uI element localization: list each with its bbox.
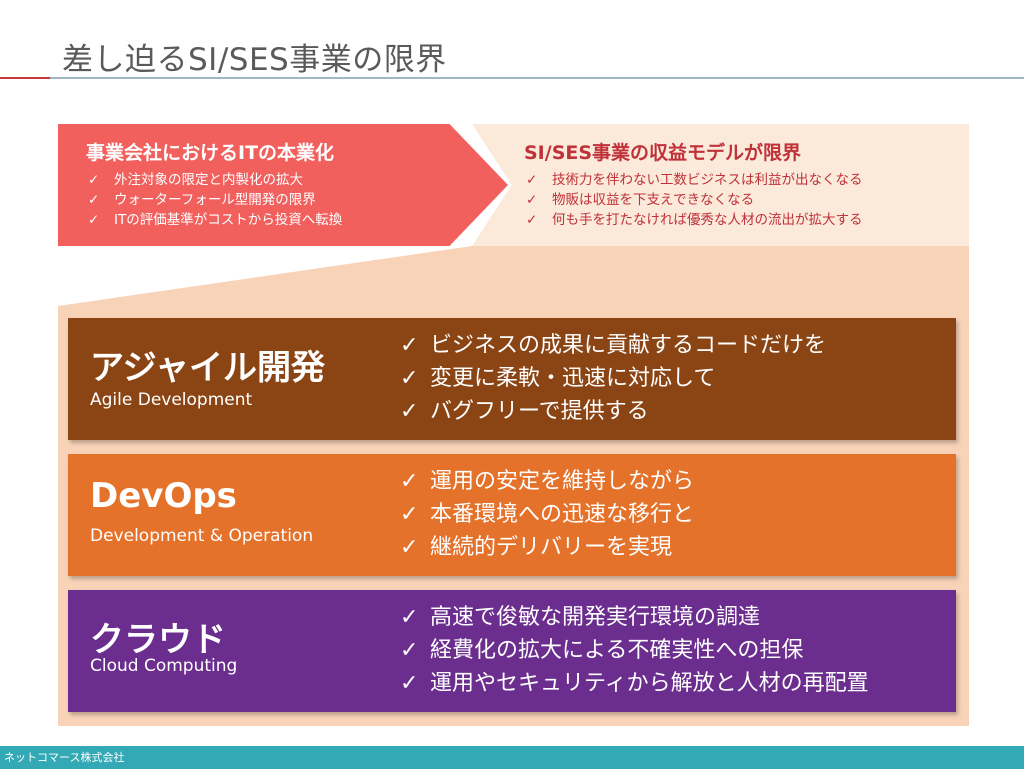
check-icon: ✓ [526,192,538,208]
list-item: ✓ビジネスの成果に貢献するコードだけを [400,329,826,362]
list-item: ✓ITの評価基準がコストから投資へ転換 [88,212,343,228]
list-item: ✓何も手を打たなければ優秀な人材の流出が拡大する [526,212,863,228]
effect-list: ✓技術力を伴わない工数ビジネスは利益が出なくなる ✓物販は収益を下支えできなくな… [526,170,863,230]
panel-list: ✓高速で俊敏な開発実行環境の調達 ✓経費化の拡大による不確実性への担保 ✓運用や… [400,601,869,700]
panel-subtitle: Development & Operation [90,526,314,546]
check-icon: ✓ [400,671,419,696]
check-icon: ✓ [400,333,419,358]
check-icon: ✓ [400,502,419,527]
panel-list: ✓ビジネスの成果に貢献するコードだけを ✓変更に柔軟・迅速に対応して ✓バグフリ… [400,329,826,428]
list-item: ✓ウォーターフォール型開発の限界 [88,192,316,208]
panel-subtitle: Agile Development [90,390,253,410]
title-accent-rule [0,77,50,79]
company-logo: ネットコマース株式会社 [4,751,125,764]
page-title: 差し迫るSI/SES事業の限界 [62,42,447,78]
effect-heading: SI/SES事業の収益モデルが限界 [524,142,802,164]
list-item: ✓経費化の拡大による不確実性への担保 [400,634,869,667]
list-item: ✓バグフリーで提供する [400,395,826,428]
list-item: ✓技術力を伴わない工数ビジネスは利益が出なくなる [526,172,863,188]
check-icon: ✓ [400,399,419,424]
footer-bar: ネットコマース株式会社 [0,746,1024,769]
check-icon: ✓ [400,535,419,560]
panel-title: DevOps [90,476,237,516]
check-icon: ✓ [400,638,419,663]
check-icon: ✓ [88,212,100,228]
panel-list: ✓運用の安定を維持しながら ✓本番環境への迅速な移行と ✓継続的デリバリーを実現 [400,465,694,564]
list-item: ✓運用の安定を維持しながら [400,465,694,498]
check-icon: ✓ [88,192,100,208]
check-icon: ✓ [400,605,419,630]
list-item: ✓高速で俊敏な開発実行環境の調達 [400,601,869,634]
title-underline [50,77,1024,79]
check-icon: ✓ [88,172,100,188]
list-item: ✓運用やセキュリティから解放と人材の再配置 [400,667,869,700]
list-item: ✓外注対象の限定と内製化の拡大 [88,172,303,188]
check-icon: ✓ [526,172,538,188]
cause-heading: 事業会社におけるITの本業化 [86,142,335,164]
list-item: ✓本番環境への迅速な移行と [400,498,694,531]
check-icon: ✓ [400,366,419,391]
cause-arrow-box: 事業会社におけるITの本業化 ✓外注対象の限定と内製化の拡大 ✓ウォーターフォー… [58,124,508,246]
list-item: ✓物販は収益を下支えできなくなる [526,192,755,208]
cause-list: ✓外注対象の限定と内製化の拡大 ✓ウォーターフォール型開発の限界 ✓ITの評価基… [88,170,342,230]
list-item: ✓変更に柔軟・迅速に対応して [400,362,826,395]
check-icon: ✓ [400,469,419,494]
panel-subtitle: Cloud Computing [90,656,238,676]
panel-cloud: クラウド Cloud Computing ✓高速で俊敏な開発実行環境の調達 ✓経… [68,590,956,712]
panel-title: クラウド [90,620,226,660]
panel-agile: アジャイル開発 Agile Development ✓ビジネスの成果に貢献するコ… [68,318,956,440]
panel-title: アジャイル開発 [90,348,325,388]
list-item: ✓継続的デリバリーを実現 [400,531,694,564]
effect-box: SI/SES事業の収益モデルが限界 ✓技術力を伴わない工数ビジネスは利益が出なく… [472,124,969,246]
check-icon: ✓ [526,212,538,228]
panel-devops: DevOps Development & Operation ✓運用の安定を維持… [68,454,956,576]
